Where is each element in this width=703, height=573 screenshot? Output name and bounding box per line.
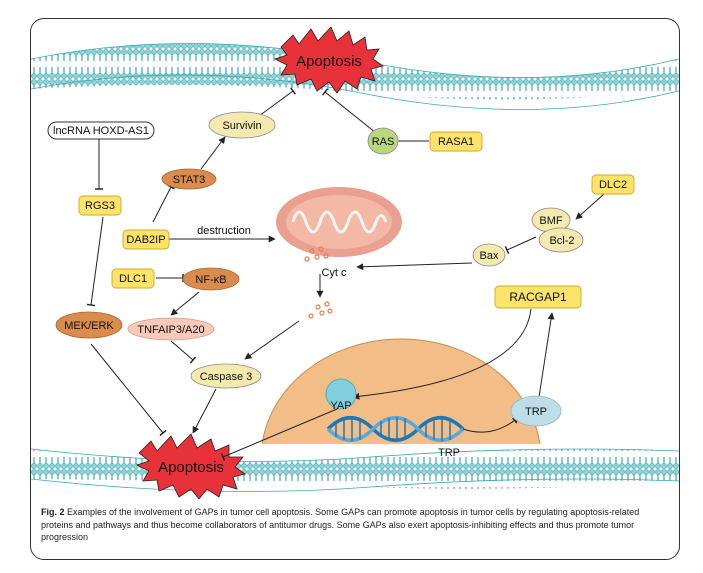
svg-text:TNFAIP3/A20: TNFAIP3/A20: [137, 324, 204, 336]
node-caspase-3: Caspase 3: [190, 363, 262, 389]
edge-bcl2-bax: [504, 236, 537, 254]
edge-racgap1-yap: [352, 308, 532, 400]
svg-text:RASA1: RASA1: [438, 136, 474, 148]
edge-dab2ip-stat3: [152, 184, 175, 223]
nucleus: [261, 338, 541, 444]
edge-dlc2-bcl2: [575, 193, 605, 220]
edge-cytc-caspase3: [244, 320, 300, 360]
node-stat3: STAT3: [161, 168, 217, 190]
edge-tnfaip3-caspase3: [170, 340, 197, 364]
apoptosis-bottom-label: Apoptosis: [158, 459, 224, 476]
node-survivin: Survivin: [208, 111, 276, 139]
svg-text:RAS: RAS: [372, 136, 395, 148]
svg-text:MEK/ERK: MEK/ERK: [64, 320, 114, 332]
edge-nfkb-tnfaip3: [170, 291, 200, 316]
node-bax: Bax: [472, 243, 506, 267]
svg-text:Survivin: Survivin: [222, 120, 261, 132]
svg-text:DLC1: DLC1: [119, 273, 147, 285]
svg-text:YAP: YAP: [330, 400, 351, 412]
svg-text:BMF: BMF: [539, 215, 563, 227]
apoptosis-burst-bottom-icon: [135, 433, 246, 499]
svg-text:RGS3: RGS3: [85, 200, 115, 212]
svg-text:NF-κB: NF-κB: [195, 274, 226, 286]
dna-helix-icon: [326, 416, 465, 442]
node-rasa1: RASA1: [429, 131, 483, 152]
edge-rgs3-mek: [86, 216, 104, 307]
mitochondrion-icon: [276, 187, 402, 257]
svg-text:STAT3: STAT3: [173, 174, 206, 186]
node-dlc1: DLC1: [111, 268, 155, 289]
trp-gene-label: TRP: [438, 447, 460, 459]
figure: Apoptosis Apoptosis Survivin RAS: [30, 18, 680, 560]
node-bcl-2: Bcl-2: [538, 227, 584, 253]
edge-bax-cytc: [356, 262, 473, 271]
svg-text:DLC2: DLC2: [599, 179, 627, 191]
edge-stat3-survivin: [200, 136, 226, 170]
svg-text:Caspase 3: Caspase 3: [200, 371, 253, 383]
edge-caspase3-apoptosis: [192, 388, 217, 434]
figure-caption: Fig. 2 Examples of the involvement of GA…: [41, 506, 673, 544]
edge-mek-apoptosis: [90, 343, 167, 437]
node-yap: YAP: [325, 378, 357, 412]
node-ras: RAS: [367, 127, 399, 155]
node-mek-erk: MEK/ERK: [55, 311, 123, 339]
svg-text:lncRNA HOXD-AS1: lncRNA HOXD-AS1: [53, 125, 149, 137]
svg-text:Bcl-2: Bcl-2: [549, 235, 574, 247]
apoptosis-burst-top-icon: [273, 26, 384, 94]
node-dlc2: DLC2: [591, 174, 635, 195]
edge-ras-apoptosis: [321, 88, 382, 138]
figure-label: Fig. 2: [41, 507, 65, 517]
edge-yap-apoptosis: [220, 408, 338, 461]
node-bmf: BMF: [531, 207, 571, 233]
node-rgs3: RGS3: [78, 195, 122, 216]
figure-caption-text: Examples of the involvement of GAPs in t…: [41, 507, 640, 542]
node-dab2ip: DAB2IP: [122, 229, 170, 250]
node-tnfaip3-a20: TNFAIP3/A20: [127, 317, 215, 341]
cytochrome-dots-icon: [304, 246, 333, 319]
svg-text:RACGAP1: RACGAP1: [509, 290, 567, 304]
svg-text:Bax: Bax: [480, 250, 499, 262]
svg-text:TRP: TRP: [525, 406, 547, 418]
edge-trp-racgap1: [538, 312, 555, 398]
edge-dna-trp: [462, 416, 520, 433]
bottom-membrane: [31, 449, 679, 489]
node-nf-kb: NF-κB: [182, 267, 240, 291]
edge-survivin-apoptosis: [258, 87, 296, 117]
apoptosis-top-label: Apoptosis: [296, 53, 362, 70]
node-lncrna-hoxd-as1: lncRNA HOXD-AS1: [47, 121, 155, 140]
destruction-label: destruction: [197, 225, 251, 237]
cyt-c-label: Cyt c: [321, 267, 347, 279]
node-trp-protein: TRP: [510, 395, 562, 427]
svg-text:DAB2IP: DAB2IP: [126, 234, 165, 246]
pathway-diagram: Apoptosis Apoptosis Survivin RAS: [31, 26, 679, 499]
node-racgap1: RACGAP1: [494, 285, 582, 309]
